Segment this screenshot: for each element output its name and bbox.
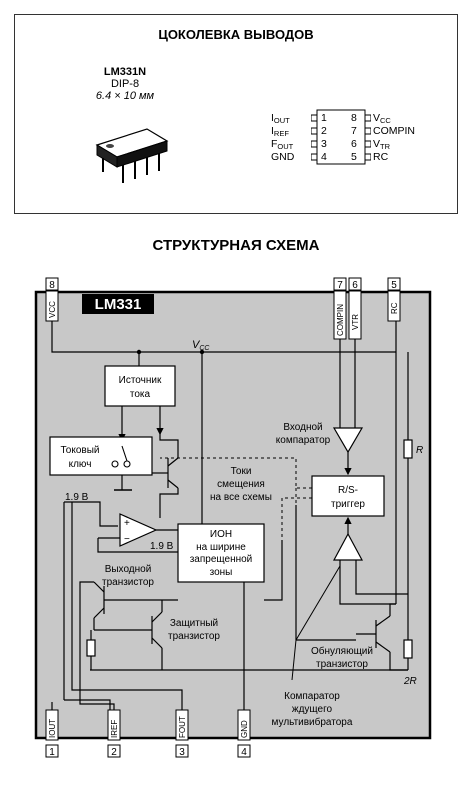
bias-line2: смещения: [217, 479, 265, 490]
current-source-line1: Источник: [119, 375, 162, 386]
oneshot-comparator-line3: мультивибратора: [272, 716, 353, 728]
oneshot-comparator-line1: Компаратор: [284, 691, 340, 702]
output-transistor: [79, 581, 178, 700]
ion-line4: зоны: [210, 567, 233, 578]
protection-transistor-line1: Защитный: [170, 618, 218, 629]
dip-package-drawing: [95, 128, 169, 183]
rs-trigger-line2: триггер: [331, 499, 365, 510]
pin-5-name: RC: [390, 302, 399, 314]
pin-8-name: VCC: [48, 301, 57, 318]
pin-7-number: 7: [351, 125, 357, 137]
bottom-pins: [45, 709, 251, 758]
buffer-opamp: [119, 513, 158, 547]
voltage-1-9-a: 1.9 В: [65, 492, 89, 503]
bandgap-reference-block: [177, 523, 265, 583]
pin-3-name: FOUT: [178, 716, 187, 738]
resistor-protection: [86, 639, 96, 657]
oneshot-comparator-line2: ждущего: [292, 704, 333, 715]
pin-5-num: 5: [391, 280, 397, 291]
switch-contacts: [111, 445, 131, 468]
pin-4-label: GND: [271, 151, 295, 163]
output-transistor-line2: транзистор: [102, 577, 154, 588]
pin-6-num: 6: [352, 280, 358, 291]
current-switch-line2: ключ: [69, 459, 92, 470]
resistor-2r: [403, 639, 413, 659]
voltage-1-9-b: 1.9 В: [150, 541, 174, 552]
pin-6-name: VTR: [351, 314, 360, 330]
ion-line2: на ширине: [196, 542, 246, 553]
ion-line1: ИОН: [210, 529, 232, 540]
pinout-ic-outline: [311, 109, 371, 165]
pin-1-number: 1: [321, 112, 327, 124]
resistor-r: [403, 439, 413, 459]
current-switch-line1: Токовый: [60, 445, 99, 456]
resistor-r-label: R: [416, 445, 423, 456]
pin-1-label: IOUT: [271, 112, 290, 125]
pin-7-label: COMPIN: [373, 125, 415, 137]
package-name: DIP-8: [110, 78, 140, 90]
pin-4-num: 4: [241, 747, 247, 758]
pin-5-number: 5: [351, 151, 357, 163]
pin-2-number: 2: [321, 125, 327, 137]
control-dashed-line: [160, 457, 312, 489]
pin-6-number: 6: [351, 138, 357, 150]
pin-8-number: 8: [351, 112, 357, 124]
bias-line3: на все схемы: [210, 492, 272, 503]
input-comparator-line1: Входной: [283, 422, 322, 433]
chip-label-box: [82, 294, 154, 314]
pinout-title: ЦОКОЛЕВКА ВЫВОДОВ: [158, 27, 314, 42]
pin-1-name: IOUT: [48, 719, 57, 738]
reset-transistor-line1: Обнуляющий: [311, 645, 373, 657]
pin-8-label: VCC: [373, 112, 391, 125]
part-name: LM331N: [103, 66, 147, 78]
vcc-bus: [51, 321, 396, 353]
pin-3-label: FOUT: [271, 138, 294, 151]
top-pins: [45, 277, 401, 340]
pin-7-name: COMPIN: [336, 304, 345, 336]
rs-trigger-block: [311, 475, 385, 517]
pin-4-number: 4: [321, 151, 327, 163]
pin-4-name: GND: [240, 720, 249, 738]
pin-1-num: 1: [49, 747, 55, 758]
svg-text:−: −: [124, 534, 130, 545]
oneshot-comparator: [332, 532, 364, 561]
reset-transistor-line2: транзистор: [316, 659, 368, 670]
input-comparator: [332, 427, 364, 454]
pin-3-number: 3: [321, 138, 327, 150]
pin-5-label: RC: [373, 151, 389, 163]
pin-2-num: 2: [111, 747, 117, 758]
package-size: 6.4 × 10 мм: [95, 90, 155, 102]
pin-2-name: IREF: [110, 720, 119, 738]
current-source-block: [104, 365, 176, 407]
chip-label: LM331: [95, 296, 142, 313]
pin-8-num: 8: [49, 280, 55, 291]
pin-2-label: IREF: [271, 125, 289, 138]
protection-transistor-line2: транзистор: [168, 631, 220, 642]
schema-title: СТРУКТУРНАЯ СХЕМА: [152, 237, 320, 254]
pin-7-num: 7: [337, 280, 343, 291]
switch-transistor: [152, 434, 179, 510]
output-transistor-line1: Выходной: [105, 564, 152, 575]
svg-text:+: +: [124, 518, 130, 529]
chip-body: [34, 290, 432, 740]
bias-line1: Токи: [231, 466, 252, 477]
rs-trigger-line1: R/S-: [338, 485, 358, 496]
input-comparator-line2: компаратор: [276, 435, 331, 446]
current-source-line2: тока: [130, 389, 151, 400]
resistor-2r-label: 2R: [403, 676, 417, 687]
current-switch-block: [49, 436, 153, 476]
vcc-label: VCC: [192, 339, 210, 352]
pinout-panel: ЦОКОЛЕВКА ВЫВОДОВ LM331N DIP-8 6.4 × 10 …: [14, 14, 458, 214]
reset-transistor: [296, 603, 408, 671]
pin-6-label: VTR: [373, 138, 391, 151]
pin-3-num: 3: [179, 747, 185, 758]
protection-transistor: [94, 600, 163, 670]
ion-line3: запрещенной: [190, 554, 253, 565]
